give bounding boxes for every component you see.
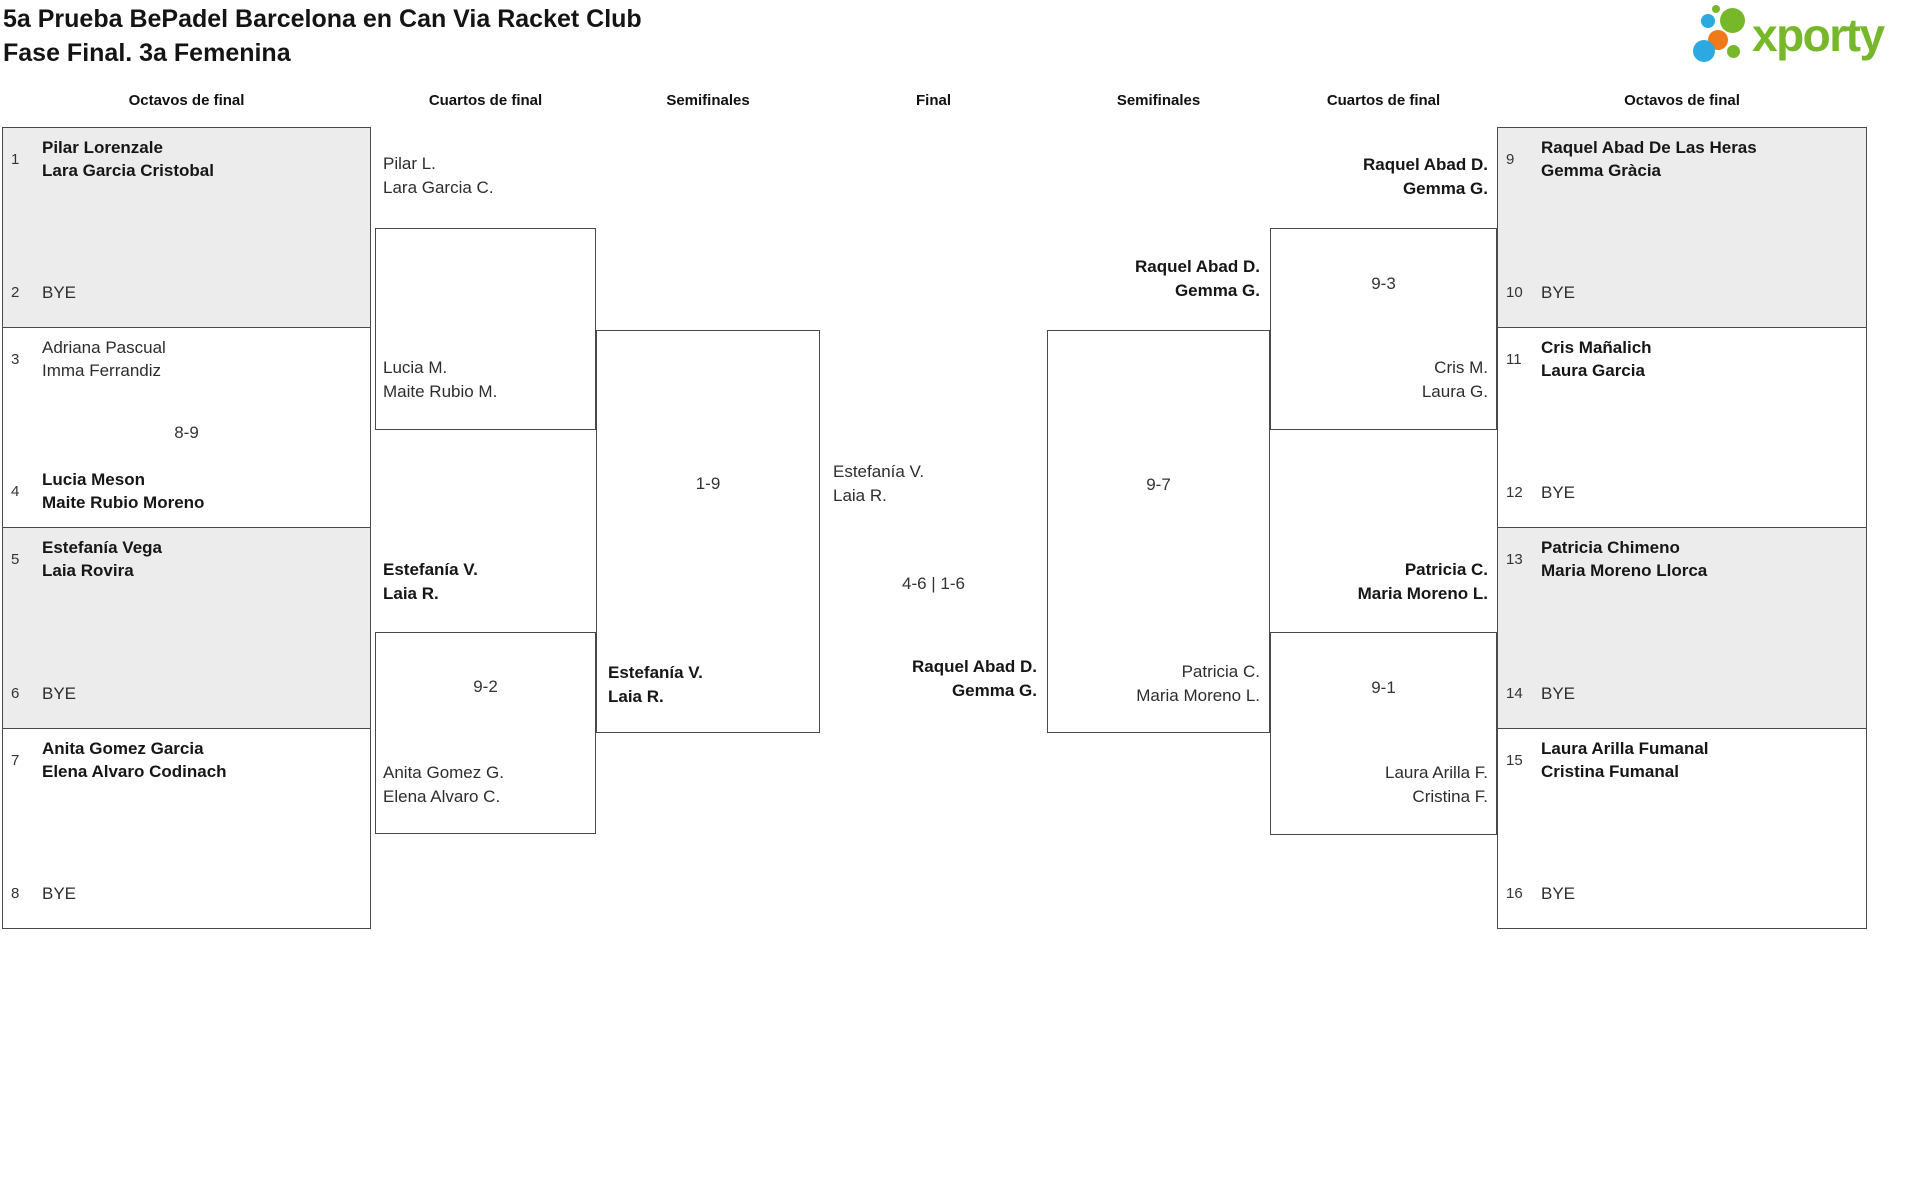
logo-dot-icon (1701, 14, 1715, 28)
round-header-semis-left: Semifinales (666, 92, 750, 109)
seed-number: 11 (1506, 350, 1522, 368)
logo-dot-icon (1720, 8, 1745, 33)
final-score: 4-6 | 1-6 (901, 574, 965, 593)
match-box-qf-left-1 (375, 228, 596, 430)
sf-right-participant-top[interactable]: Raquel Abad D.Gemma G. (1135, 257, 1260, 300)
round-header-octavos-right: Octavos de final (1624, 92, 1740, 109)
qf-right-participant-4[interactable]: Laura Arilla F.Cristina F. (1385, 763, 1488, 806)
match-score: 9-7 (1146, 475, 1171, 494)
xporty-logo[interactable]: xporty (1686, 4, 1916, 70)
match-score: 9-3 (1371, 274, 1396, 293)
logo-dot-icon (1712, 5, 1720, 13)
logo-wordmark: xporty (1752, 9, 1885, 61)
seed-number: 6 (11, 685, 20, 702)
qf-right-participant-1[interactable]: Raquel Abad D.Gemma G. (1363, 155, 1488, 198)
bye-entry: 6 BYE (11, 684, 77, 703)
round-header-cuartos-left: Cuartos de final (428, 92, 543, 109)
round-header-final: Final (915, 92, 951, 109)
logo-dot-icon (1727, 45, 1740, 58)
round-header-octavos-left: Octavos de final (128, 92, 245, 109)
seed-number: 4 (11, 482, 20, 500)
seed-number: 14 (1506, 685, 1523, 702)
bye-entry: 12 BYE (1506, 483, 1576, 502)
qf-left-participant-2[interactable]: Lucia M.Maite Rubio M. (383, 358, 498, 401)
match-score: 8-9 (174, 423, 199, 442)
match-box-sf-right: 9-7 (1047, 330, 1270, 733)
seed-number: 9 (1506, 150, 1515, 168)
seed-number: 15 (1506, 751, 1523, 769)
bye-entry: 2 BYE (11, 283, 77, 302)
final-participant-left[interactable]: Estefanía V.Laia R. (833, 462, 925, 505)
bye-entry: 14 BYE (1506, 684, 1576, 703)
seed-number: 2 (11, 284, 20, 301)
round-header-cuartos-right: Cuartos de final (1326, 92, 1441, 109)
qf-right-participant-3[interactable]: Patricia C.Maria Moreno L. (1357, 560, 1488, 603)
match-score: 1-9 (695, 474, 721, 493)
match-box-sf-left: 1-9 (596, 330, 820, 733)
bye-entry: 10 BYE (1506, 283, 1576, 302)
match-box-qf-right-2: 9-1 (1270, 632, 1497, 835)
bye-entry: 16 BYE (1506, 884, 1576, 903)
seed-number: 12 (1506, 484, 1523, 501)
match-box-qf-right-1: 9-3 (1270, 228, 1497, 430)
logo-dot-icon (1693, 40, 1715, 62)
sf-right-winner[interactable]: Patricia C.Maria Moreno L. (1136, 662, 1260, 705)
qf-right-participant-2[interactable]: Cris M.Laura G. (1421, 358, 1488, 401)
qf-left-participant-4[interactable]: Anita Gomez G.Elena Alvaro C. (383, 763, 504, 806)
final-participant-right[interactable]: Raquel Abad D.Gemma G. (912, 657, 1037, 700)
seed-number: 5 (11, 550, 20, 568)
page-title: 5a Prueba BePadel Barcelona en Can Via R… (3, 5, 642, 33)
match-score: 9-2 (473, 677, 498, 696)
seed-number: 13 (1506, 550, 1523, 568)
bye-entry: 8 BYE (11, 884, 77, 903)
seed-number: 16 (1506, 885, 1523, 902)
seed-number: 10 (1506, 284, 1523, 301)
page-subtitle: Fase Final. 3a Femenina (3, 39, 291, 67)
seed-number: 7 (11, 751, 20, 769)
seed-number: 1 (11, 150, 20, 168)
round-header-semis-right: Semifinales (1116, 92, 1201, 109)
qf-left-participant-1[interactable]: Pilar L.Lara Garcia C. (383, 154, 494, 197)
sf-left-winner[interactable]: Estefanía V.Laia R. (608, 663, 703, 706)
match-box-qf-left-2: 9-2 (375, 632, 596, 834)
seed-number: 3 (11, 350, 20, 368)
match-score: 9-1 (1371, 678, 1396, 697)
qf-left-participant-3[interactable]: Estefanía V.Laia R. (383, 560, 478, 603)
seed-number: 8 (11, 885, 20, 902)
